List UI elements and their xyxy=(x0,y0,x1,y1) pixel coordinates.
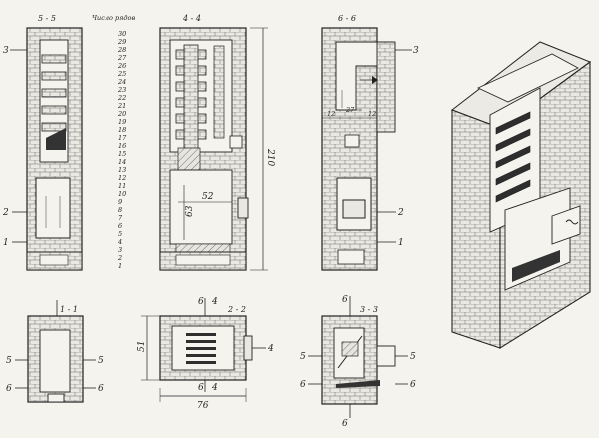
course-number: 11 xyxy=(118,182,126,190)
dim-left-wall: 12 xyxy=(327,110,335,118)
course-number: 23 xyxy=(117,86,126,94)
marker-6-left-33: 6 xyxy=(300,380,306,390)
course-number: 21 xyxy=(117,102,126,110)
marker-5-left: 5 xyxy=(6,356,12,366)
marker-3-right: 3 xyxy=(413,46,419,56)
dim-inner-depth: 63 xyxy=(185,205,195,217)
course-number: 28 xyxy=(117,46,126,54)
marker-6-right: 6 xyxy=(98,384,104,394)
course-number: 10 xyxy=(118,190,126,198)
marker-6-bottom: 6 xyxy=(198,383,204,393)
convection-channel-fins xyxy=(175,44,207,154)
course-number-column: 3029282726252423222120191817161514131211… xyxy=(117,30,127,270)
dim-plan-depth: 51 xyxy=(137,341,147,352)
course-number: 16 xyxy=(118,142,126,150)
dim-plan-width: 76 xyxy=(197,401,209,411)
dim-right-wall: 12 xyxy=(368,110,376,118)
course-number: 9 xyxy=(118,198,122,206)
marker-3-left: 3 xyxy=(3,46,9,56)
section-title-3-3: 3 - 3 xyxy=(360,305,378,314)
baffle-shelves xyxy=(41,54,67,132)
marker-1-left: 1 xyxy=(3,238,9,248)
course-number: 7 xyxy=(118,214,123,222)
marker-2-right: 2 xyxy=(397,208,404,218)
course-number: 8 xyxy=(118,206,122,214)
dim-total-height: 210 xyxy=(265,148,275,166)
course-number: 20 xyxy=(117,110,126,118)
course-number: 29 xyxy=(117,38,126,46)
marker-4-right: 4 xyxy=(267,344,274,354)
course-number: 25 xyxy=(117,70,126,78)
marker-4-bottom: 4 xyxy=(211,383,218,393)
course-number: 1 xyxy=(118,262,122,270)
course-number: 22 xyxy=(117,94,126,102)
section-2-2: 2 - 2 6 4 4 6 4 51 76 xyxy=(137,297,274,411)
marker-6-top: 6 xyxy=(198,297,204,307)
section-title-4-4: 4 - 4 xyxy=(182,14,201,23)
course-number: 15 xyxy=(118,150,126,158)
section-title-2-2: 2 - 2 xyxy=(227,305,246,314)
course-number: 12 xyxy=(118,174,126,182)
course-number: 30 xyxy=(118,30,126,38)
marker-2-left: 2 xyxy=(2,208,9,218)
course-number: 13 xyxy=(118,166,126,174)
cutaway-baffles xyxy=(495,111,531,203)
marker-6-right-33: 6 xyxy=(410,380,416,390)
section-title-1-1: 1 - 1 xyxy=(60,305,78,314)
grate-bars xyxy=(186,333,216,364)
section-6-6: 6 - 6 12 27 12 3 2 1 xyxy=(321,14,419,271)
course-number: 3 xyxy=(118,246,122,254)
marker-6-left: 6 xyxy=(6,384,12,394)
course-number: 26 xyxy=(117,62,126,70)
course-number: 17 xyxy=(118,134,127,142)
section-4-4: 4 - 4 52 63 210 xyxy=(159,14,275,271)
course-number: 5 xyxy=(118,230,122,238)
flue-wedge xyxy=(46,128,66,150)
section-title-5-5: 5 - 5 xyxy=(38,14,56,23)
course-number: 27 xyxy=(117,54,127,62)
course-number: 4 xyxy=(117,238,122,246)
marker-5-right: 5 xyxy=(98,356,104,366)
stove-3d-cutaway-view xyxy=(450,41,592,349)
marker-6-bottom-33: 6 xyxy=(342,419,348,429)
course-number: 6 xyxy=(118,222,122,230)
dim-inner-width: 52 xyxy=(202,192,214,202)
course-number: 18 xyxy=(118,126,126,134)
course-count-scale: Число рядов 3029282726252423222120191817… xyxy=(92,14,135,270)
course-number: 14 xyxy=(118,158,126,166)
section-3-3: 3 - 3 6 5 5 6 6 6 xyxy=(300,295,416,429)
marker-1-right: 1 xyxy=(398,238,404,248)
course-number: 24 xyxy=(117,78,126,86)
course-number: 2 xyxy=(117,254,122,262)
marker-4-top: 4 xyxy=(211,297,218,307)
marker-5-right-33: 5 xyxy=(410,352,416,362)
section-1-1: 1 - 1 5 5 6 6 xyxy=(6,300,104,403)
dim-mid-channel: 27 xyxy=(345,106,355,114)
course-number: 19 xyxy=(118,118,126,126)
marker-5-left-33: 5 xyxy=(300,352,306,362)
course-scale-title: Число рядов xyxy=(92,14,135,22)
section-title-6-6: 6 - 6 xyxy=(338,14,356,23)
marker-6-top-right: 6 xyxy=(342,295,348,305)
section-5-5: 5 - 5 3 2 1 xyxy=(2,14,83,271)
